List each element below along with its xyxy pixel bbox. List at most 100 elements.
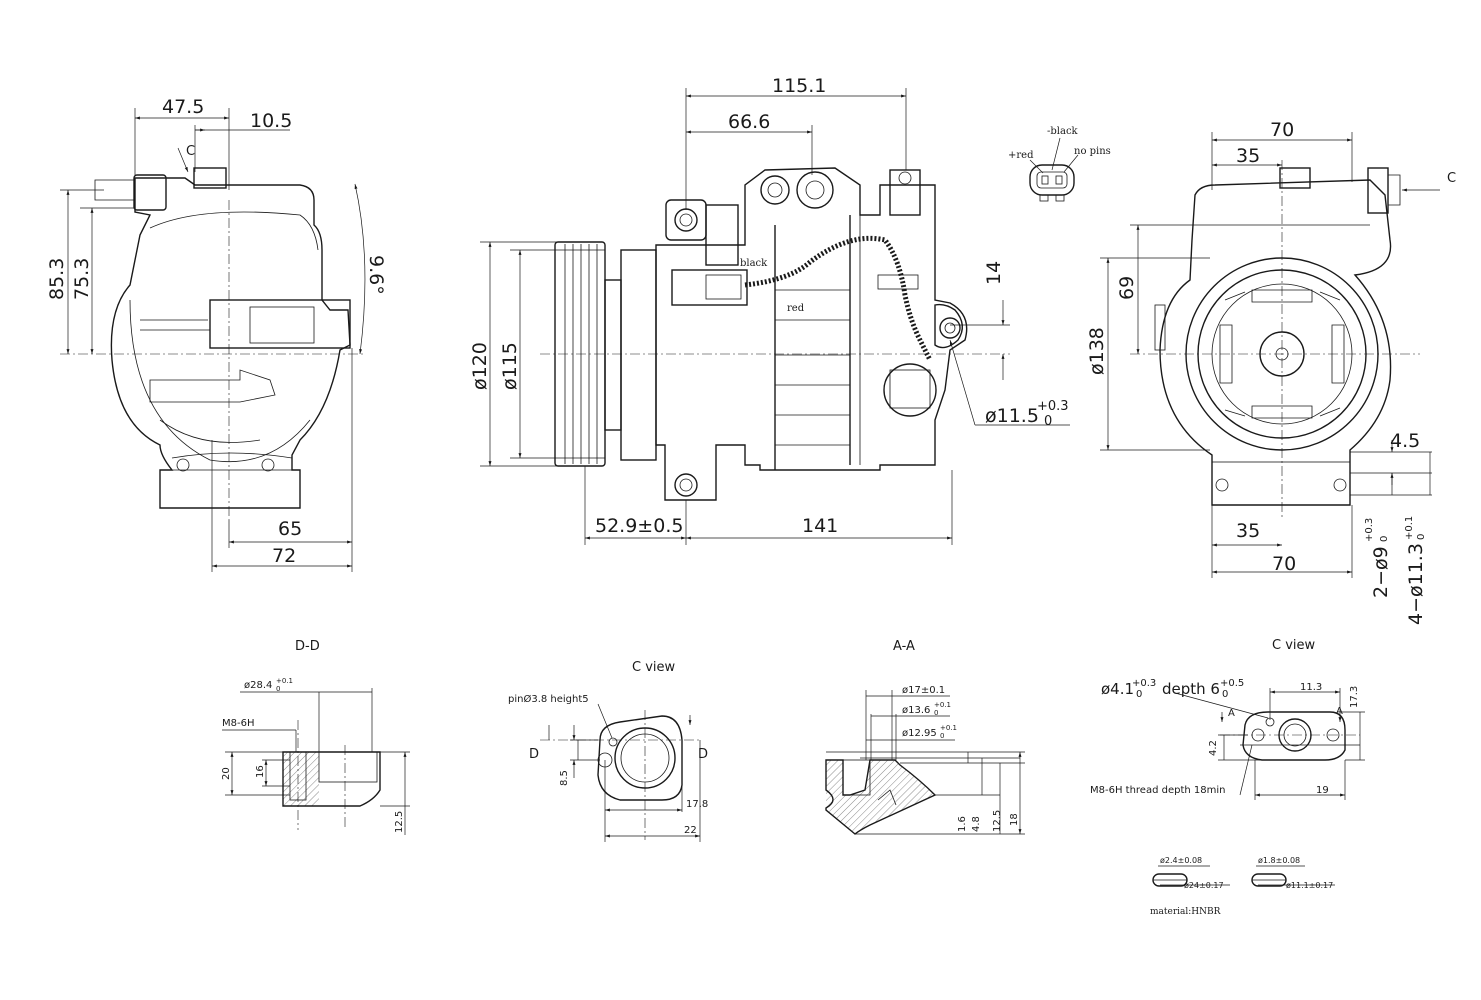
dd-dia-28-4: ø28.4 xyxy=(244,680,272,691)
cview1-pin-note: pinØ3.8 height5 xyxy=(508,693,589,705)
dim-10-5: 10.5 xyxy=(250,110,292,132)
dim-115-1: 115.1 xyxy=(772,75,826,97)
dim-4-5: 4.5 xyxy=(1390,430,1420,452)
cview1-dim-8-5: 8.5 xyxy=(559,770,570,786)
pin-label-black: -black xyxy=(1047,126,1079,137)
cview1-dim-22: 22 xyxy=(684,825,697,836)
wire-harness xyxy=(744,235,933,362)
o-rings: ø2.4±0.08 ø24±0.17 ø1.8±0.08 ø11.1±0.17 … xyxy=(1150,856,1335,917)
dim-dia-138: ø138 xyxy=(1086,327,1108,375)
cview2-depth-tol-up: +0.5 xyxy=(1220,678,1244,689)
dim-52-9: 52.9±0.5 xyxy=(595,515,683,537)
dim-66-6: 66.6 xyxy=(728,111,770,133)
dim-4-dia-11-3: 4−ø11.3 xyxy=(1405,543,1427,625)
left-side-mount xyxy=(209,299,351,349)
aa-dim-12-5: 12.5 xyxy=(992,810,1003,832)
left-top-port xyxy=(193,167,227,189)
o-ring-1-id: ø24±0.17 xyxy=(1184,881,1224,890)
dim-65: 65 xyxy=(278,518,302,540)
cview2-hole-tol-lo: 0 xyxy=(1136,689,1142,700)
o-ring-2-id: ø11.1±0.17 xyxy=(1286,881,1333,890)
detail-d-d: D-D ø28.4 +0.1 0 M8-6H 20 16 12.5 xyxy=(221,639,410,835)
cview2-a-right: A xyxy=(1336,706,1343,717)
dim-9-6: 9.6° xyxy=(365,255,387,295)
material-note: material:HNBR xyxy=(1150,907,1221,917)
dim-dia-115: ø115 xyxy=(499,342,521,390)
dd-dia-28-4-tol-lo: 0 xyxy=(276,685,280,693)
dd-thread: M8-6H xyxy=(222,718,254,729)
rear-view: 70 35 C 69 ø138 4.5 35 70 2−ø9 +0.3 0 4−… xyxy=(1086,119,1456,625)
dd-dim-20: 20 xyxy=(221,767,232,780)
aa-dia-12-95-tol-up: +0.1 xyxy=(940,724,957,732)
dd-dia-28-4-tol-up: +0.1 xyxy=(276,677,293,685)
dim-4-dia-11-3-tol-lo: 0 xyxy=(1416,534,1427,540)
aa-dia-12-95-tol-lo: 0 xyxy=(940,732,944,740)
dim-35-top: 35 xyxy=(1236,145,1260,167)
detail-c-view-1: C view pinØ3.8 height5 D D 8.5 17.8 22 xyxy=(508,660,708,842)
cview1-title: C view xyxy=(632,660,676,675)
dim-47-5: 47.5 xyxy=(162,96,204,118)
aa-dia-13-6: ø13.6 xyxy=(902,705,930,716)
aa-dia-12-95: ø12.95 xyxy=(902,728,937,739)
detail-a-a: A-A ø17±0.1 ø13.6 +0.1 0 ø12.95 +0.1 0 1… xyxy=(825,639,1025,835)
aa-dim-18: 18 xyxy=(1009,813,1020,826)
o-ring-1-section: ø2.4±0.08 xyxy=(1160,856,1202,865)
dim-dia-120: ø120 xyxy=(469,342,491,390)
dim-85-3: 85.3 xyxy=(46,258,68,300)
c-arrow-label-left: C xyxy=(186,144,195,159)
wire-label-red: red xyxy=(787,303,805,314)
cview2-thread-note: M8-6H thread depth 18min xyxy=(1090,785,1225,796)
dim-14: 14 xyxy=(983,261,1005,285)
dim-11-5-tol-lo: 0 xyxy=(1044,414,1052,429)
aa-dia-17: ø17±0.1 xyxy=(902,685,945,696)
left-top-boss xyxy=(133,174,167,211)
cview2-dim-11-3: 11.3 xyxy=(1300,682,1322,693)
dim-2-dia-9-tol-up: +0.3 xyxy=(1364,518,1375,542)
discharge-port xyxy=(796,171,834,209)
cview2-dim-17-3: 17.3 xyxy=(1349,686,1360,708)
suction-port xyxy=(760,175,790,205)
wire-label-black: black xyxy=(740,258,768,269)
cview2-dim-19: 19 xyxy=(1316,785,1329,796)
dim-11-5-tol-up: +0.3 xyxy=(1037,399,1069,414)
o-ring-2-section: ø1.8±0.08 xyxy=(1258,856,1300,865)
dd-dim-16: 16 xyxy=(255,765,266,778)
rear-housing-outline xyxy=(1159,179,1392,506)
front-view: 115.1 66.6 14 ø120 ø115 ø11.5 +0.3 0 52.… xyxy=(469,75,1070,545)
solenoid-valve xyxy=(883,363,937,417)
cview1-d-left: D xyxy=(529,747,539,762)
cview2-depth-tol-lo: 0 xyxy=(1222,689,1228,700)
c-arrow-label-right: C xyxy=(1447,171,1456,186)
dim-70-top: 70 xyxy=(1270,119,1294,141)
dd-dim-12-5: 12.5 xyxy=(394,811,405,833)
connector-face xyxy=(1029,164,1075,196)
cview1-d-right: D xyxy=(698,747,708,762)
dim-75-3: 75.3 xyxy=(71,258,93,300)
detail-c-view-2: C view ø4.1 +0.3 0 depth 6 +0.5 0 11.3 1… xyxy=(1090,638,1365,800)
aa-title: A-A xyxy=(893,639,915,654)
compressor-body xyxy=(655,167,968,501)
dim-72: 72 xyxy=(272,545,296,567)
cview2-hole: ø4.1 xyxy=(1101,680,1134,698)
dim-35-bot: 35 xyxy=(1236,520,1260,542)
cview2-a-left: A xyxy=(1228,708,1235,719)
aa-dia-13-6-tol-lo: 0 xyxy=(934,709,938,717)
left-side-view: 47.5 10.5 C 85.3 75.3 9.6° 65 72 xyxy=(46,96,387,572)
cview2-depth: depth 6 xyxy=(1162,680,1220,698)
aa-dia-13-6-tol-up: +0.1 xyxy=(934,701,951,709)
cview2-dim-4-2: 4.2 xyxy=(1208,740,1219,756)
aa-dim-1-6: 1.6 xyxy=(957,816,968,832)
pin-label-red: +red xyxy=(1008,150,1034,161)
dim-4-dia-11-3-tol-up: +0.1 xyxy=(1404,516,1415,540)
dim-2-dia-9: 2−ø9 xyxy=(1370,546,1392,598)
connector-pinout: +red -black no pins xyxy=(1008,126,1111,202)
dim-2-dia-9-tol-lo: 0 xyxy=(1379,536,1390,542)
dim-70-bot: 70 xyxy=(1272,553,1296,575)
pin-label-no-pins: no pins xyxy=(1074,146,1111,157)
cview1-dim-17-8: 17.8 xyxy=(686,799,708,810)
dim-69: 69 xyxy=(1116,276,1138,300)
dim-141: 141 xyxy=(802,515,838,537)
aa-dim-4-8: 4.8 xyxy=(971,816,982,832)
cview2-hole-tol-up: +0.3 xyxy=(1132,678,1156,689)
